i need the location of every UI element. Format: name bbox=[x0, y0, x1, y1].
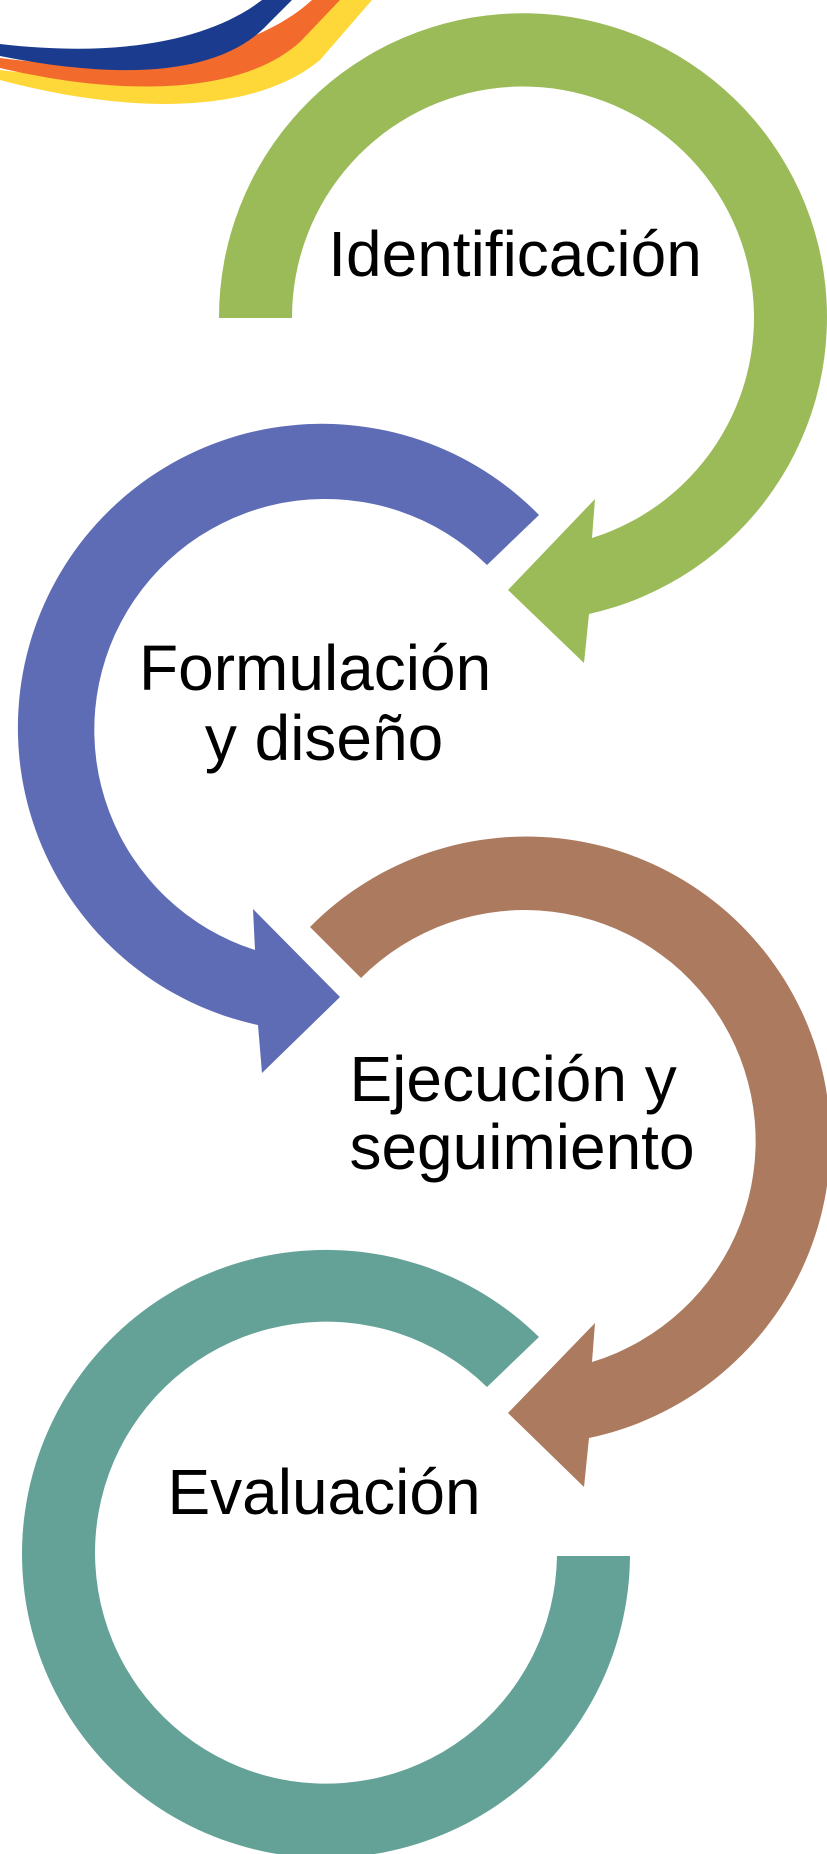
step-1-label: Identificación bbox=[328, 218, 702, 290]
logo-swoosh bbox=[0, 0, 372, 104]
logo-band-blue bbox=[0, 0, 292, 71]
step-1-arrow bbox=[218, 13, 827, 664]
step-3-label: Ejecución y seguimiento bbox=[349, 1043, 694, 1183]
step-4-arrow bbox=[22, 1249, 630, 1854]
step-2-label: Formulación y diseño bbox=[139, 632, 509, 774]
step-4-label: Evaluación bbox=[167, 1456, 480, 1528]
step-3-arrow bbox=[310, 836, 827, 1487]
step-2-arrow bbox=[17, 423, 539, 1073]
